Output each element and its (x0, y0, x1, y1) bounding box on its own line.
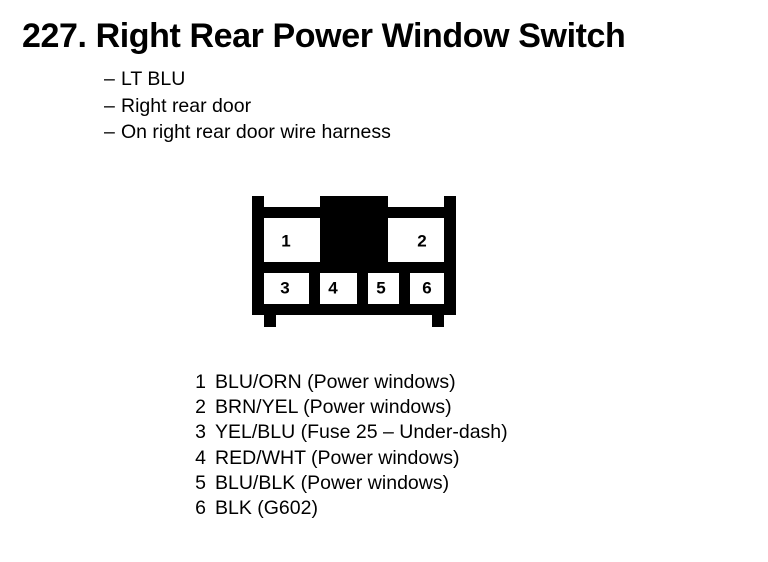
pin-legend-row: 4 RED/WHT (Power windows) (184, 446, 508, 471)
pin-legend-number: 6 (195, 497, 206, 520)
attribute-list: –LT BLU –Right rear door –On right rear … (104, 66, 391, 146)
connector-pin-number: 2 (417, 231, 426, 250)
pin-legend-row: 6 BLK (G602) (184, 496, 508, 521)
cell-divider (357, 273, 368, 304)
attribute-text: Right rear door (121, 94, 252, 117)
pin-legend-text: RED/WHT (Power windows) (215, 446, 460, 469)
pin-legend-row: 5 BLU/BLK (Power windows) (184, 471, 508, 496)
bullet-dash-icon: – (104, 68, 115, 90)
pin-legend-text: YEL/BLU (Fuse 25 – Under-dash) (215, 421, 508, 444)
entry-title: Right Rear Power Window Switch (95, 17, 626, 55)
connector-pin-number: 1 (281, 231, 290, 250)
pin-legend-number: 3 (195, 421, 206, 444)
attribute-item: –Right rear door (104, 93, 391, 120)
center-locking-tab (330, 238, 378, 262)
attribute-item: –On right rear door wire harness (104, 119, 391, 146)
pin-legend-number: 2 (195, 396, 206, 419)
pin-legend-row: 2 BRN/YEL (Power windows) (184, 395, 508, 420)
connector-pin-number: 5 (376, 278, 385, 297)
attribute-item: –LT BLU (104, 66, 391, 93)
pin-legend-text: BLU/BLK (Power windows) (215, 471, 450, 494)
pin-legend-text: BLK (G602) (215, 497, 318, 520)
entry-number: 227. (22, 17, 87, 55)
attribute-text: LT BLU (121, 68, 186, 90)
pin-legend-number: 5 (195, 471, 206, 494)
pin-legend-text: BLU/ORN (Power windows) (215, 371, 456, 393)
cell-divider (309, 273, 320, 304)
connector-housing-outline (252, 196, 456, 327)
page-title: 227.Right Rear Power Window Switch (22, 16, 626, 56)
pin-legend-number: 1 (195, 371, 206, 393)
attribute-text: On right rear door wire harness (121, 121, 391, 143)
pin-legend-row: 3 YEL/BLU (Fuse 25 – Under-dash) (184, 420, 508, 445)
row-divider (252, 262, 456, 273)
pin-legend-row: 1 BLU/ORN (Power windows) (184, 370, 508, 395)
connector-pin-number: 6 (422, 278, 431, 297)
bullet-dash-icon: – (104, 94, 115, 117)
connector-diagram: 1 2 3 4 5 6 (252, 196, 456, 327)
bullet-dash-icon: – (104, 121, 115, 143)
pin-legend-list: 1 BLU/ORN (Power windows) 2 BRN/YEL (Power… (184, 370, 508, 521)
connector-pin-number: 4 (328, 278, 338, 297)
connector-pin-number: 3 (280, 278, 289, 297)
pin-legend-number: 4 (195, 446, 206, 469)
pin-legend-text: BRN/YEL (Power windows) (215, 396, 452, 419)
cell-divider (399, 273, 410, 304)
